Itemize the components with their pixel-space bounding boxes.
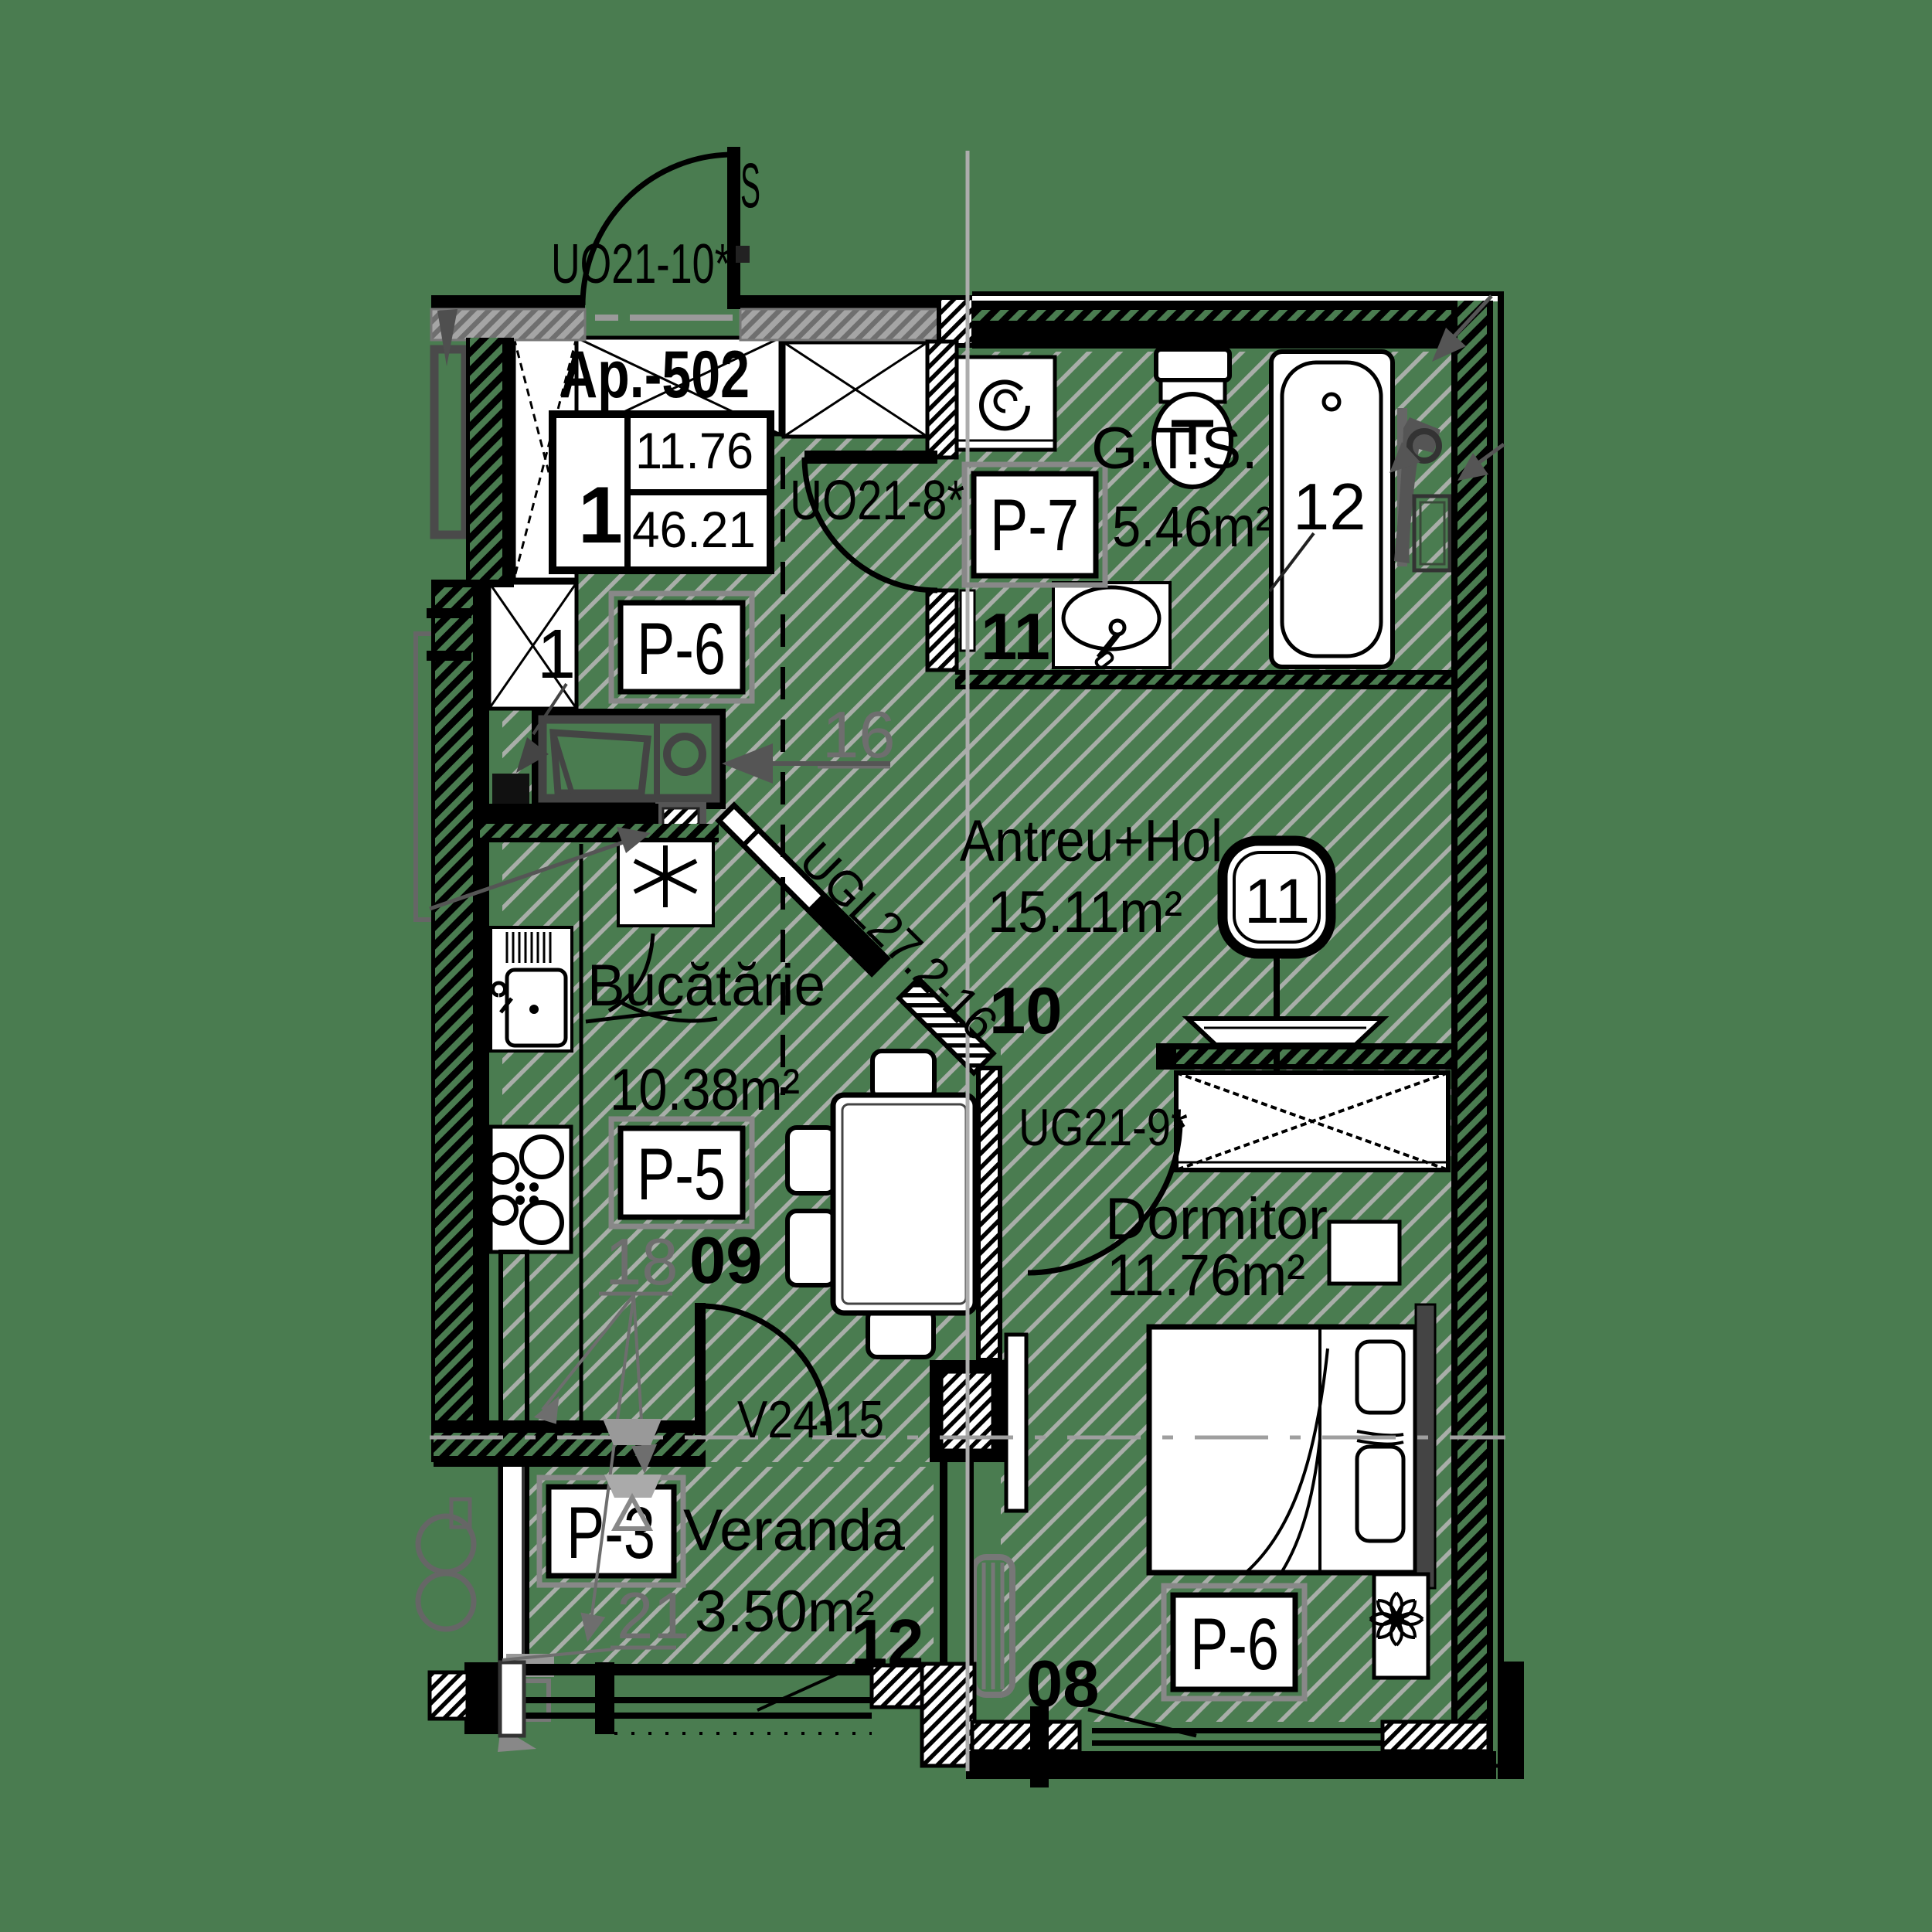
- svg-text:P-5: P-5: [637, 1134, 726, 1216]
- svg-text:Bucătărie: Bucătărie: [587, 953, 825, 1019]
- svg-text:11: 11: [1244, 866, 1310, 937]
- svg-text:10.38m²: 10.38m²: [610, 1057, 800, 1123]
- svg-text:Antreu+Hol: Antreu+Hol: [960, 808, 1223, 874]
- svg-text:UO21-8*: UO21-8*: [790, 470, 964, 532]
- svg-text:18: 18: [605, 1226, 679, 1299]
- svg-text:12: 12: [851, 1607, 924, 1680]
- svg-text:UG21-9*: UG21-9*: [1019, 1098, 1188, 1157]
- svg-text:11.76m²: 11.76m²: [1107, 1243, 1305, 1308]
- svg-text:10: 10: [989, 975, 1063, 1048]
- svg-text:Ap.-502: Ap.-502: [560, 338, 750, 412]
- svg-text:16: 16: [822, 699, 896, 772]
- svg-text:09: 09: [689, 1224, 763, 1298]
- svg-text:5.46m²: 5.46m²: [1112, 495, 1273, 559]
- svg-text:P-6: P-6: [637, 608, 726, 690]
- svg-text:12: 12: [1293, 471, 1366, 544]
- svg-text:11: 11: [981, 600, 1050, 674]
- svg-text:P-7: P-7: [990, 485, 1079, 566]
- svg-text:Veranda: Veranda: [683, 1498, 906, 1563]
- svg-text:46.21: 46.21: [632, 501, 756, 558]
- svg-text:1: 1: [578, 471, 623, 560]
- svg-text:15.11m²: 15.11m²: [988, 879, 1182, 945]
- svg-text:1: 1: [537, 616, 576, 693]
- svg-text:V24-15: V24-15: [737, 1390, 884, 1449]
- svg-text:Dormitor: Dormitor: [1105, 1186, 1328, 1252]
- svg-text:21: 21: [617, 1580, 690, 1653]
- svg-text:P-6: P-6: [1190, 1604, 1279, 1685]
- svg-text:S: S: [740, 151, 760, 221]
- svg-text:3.50m²: 3.50m²: [695, 1579, 875, 1645]
- svg-text:11.76: 11.76: [635, 422, 753, 479]
- svg-text:08: 08: [1026, 1648, 1100, 1721]
- svg-text:UO21-10*: UO21-10*: [551, 233, 730, 295]
- svg-text:P-3: P-3: [566, 1492, 655, 1574]
- svg-text:G.T.S.: G.T.S.: [1091, 416, 1258, 481]
